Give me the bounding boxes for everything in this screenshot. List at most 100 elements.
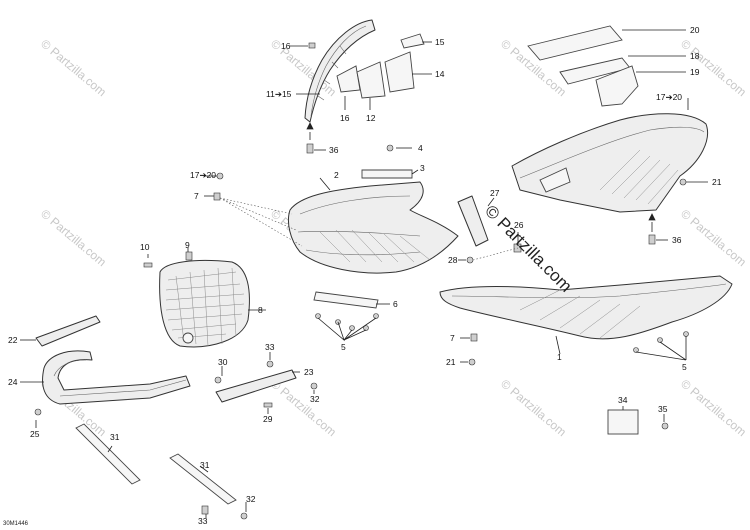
callout-29: 29: [263, 414, 273, 424]
watermark: © Partzilla.com: [678, 37, 749, 100]
callout-35: 35: [658, 404, 668, 414]
callout-9: 9: [185, 240, 190, 250]
trim-strip-31: [169, 453, 237, 505]
clip-9: [185, 251, 193, 261]
callout-11-15: 11➔15: [266, 89, 292, 99]
clip-36: [306, 143, 314, 154]
trim-strip-31: [75, 423, 141, 485]
screw-16: [308, 42, 316, 49]
bolt-30: [214, 376, 222, 384]
screw-16: [216, 172, 224, 180]
callout-24: 24: [8, 377, 18, 387]
screw-29: [263, 402, 273, 408]
center-watermark: © Partzilla.com: [481, 201, 575, 295]
callout-27: 27: [490, 188, 500, 198]
front-nose-cover: [213, 144, 459, 331]
callout-12: 12: [366, 113, 376, 123]
watermark: © Partzilla.com: [678, 377, 749, 440]
bracket-27: [457, 195, 489, 247]
nut-4: [386, 144, 394, 152]
plate-6: [313, 291, 379, 309]
callout-20: 20: [690, 25, 700, 35]
clip-7: [213, 192, 221, 201]
watermark: © Partzilla.com: [38, 37, 109, 100]
callout-34: 34: [618, 395, 628, 405]
callout-22: 22: [8, 335, 18, 345]
screw-33: [201, 505, 209, 515]
watermark: © Partzilla.com: [268, 377, 339, 440]
watermark: © Partzilla.com: [678, 207, 749, 270]
callout-32: 32: [310, 394, 320, 404]
nut-33: [266, 360, 274, 368]
cover-panel-15: [336, 65, 361, 93]
callout-13: 14: [435, 69, 445, 79]
bumper-assembly: [34, 315, 191, 485]
brace-3: [361, 169, 413, 179]
callout-16: 17➔20: [190, 170, 216, 180]
callout-16: 16: [281, 41, 291, 51]
callout-30: 30: [218, 357, 228, 367]
callout-32: 32: [246, 494, 256, 504]
visor-assembly: [304, 19, 425, 154]
callout-36: 36: [672, 235, 682, 245]
callout-10: 10: [140, 242, 150, 252]
label-34: [607, 409, 639, 435]
callout-31: 31: [200, 460, 210, 470]
bracket-23: [215, 369, 297, 403]
callout-6: 6: [393, 299, 398, 309]
callout-14: 15: [435, 37, 445, 47]
callout-labels: 16 15 14 11➔15 16 12 36 20 18 19 17➔20 2…: [8, 25, 722, 526]
callout-3: 3: [420, 163, 425, 173]
callout-1: 1: [557, 352, 562, 362]
callout-31: 31: [110, 432, 120, 442]
center-brackets: [169, 360, 318, 520]
rivet-25: [34, 408, 42, 416]
nut-28: [466, 256, 474, 264]
visor-frame: [304, 19, 376, 123]
callout-26: 26: [514, 220, 524, 230]
callout-7: 7: [194, 191, 199, 201]
nut-32: [240, 512, 248, 520]
nut-32: [310, 382, 318, 390]
cover-panel-13: [384, 51, 415, 93]
bumper-bracket-22: [35, 315, 101, 347]
decal-assembly: [607, 409, 669, 435]
bumper-24: [42, 350, 191, 405]
callout-23: 23: [304, 367, 314, 377]
clip-36: [648, 234, 656, 245]
drawing-code: 30M1446: [3, 521, 29, 527]
callout-18: 18: [690, 51, 700, 61]
watermark: © Partzilla.com: [38, 207, 109, 270]
callout-21: 21: [712, 177, 722, 187]
callout-19: 19: [690, 67, 700, 77]
right-side-panel-assembly: [511, 25, 708, 245]
callout-28: 28: [448, 255, 458, 265]
pad-14: [400, 33, 425, 49]
lower-side-panel-assembly: [439, 195, 733, 366]
nut-21: [468, 358, 476, 366]
side-panel: [511, 113, 708, 213]
screw-35: [661, 422, 669, 430]
nut-21: [679, 178, 687, 186]
callout-7: 7: [450, 333, 455, 343]
callout-4: 4: [418, 143, 423, 153]
clip-7: [470, 333, 478, 342]
leader-lines: [20, 29, 708, 518]
cover-panel-12: [356, 61, 386, 99]
callout-5: 5: [341, 342, 346, 352]
callout-36: 36: [329, 145, 339, 155]
callout-21: 21: [446, 357, 456, 367]
callout-2: 2: [334, 170, 339, 180]
front-grille: [143, 251, 250, 348]
lower-panel-1: [439, 275, 733, 340]
callout-8: 8: [258, 305, 263, 315]
decal-20: [527, 25, 623, 61]
callout-25: 25: [30, 429, 40, 439]
decal-19: [595, 65, 639, 107]
watermark: © Partzilla.com: [498, 377, 569, 440]
callout-5: 5: [682, 362, 687, 372]
nose-cover-2: [287, 181, 459, 274]
callout-33: 33: [198, 516, 208, 526]
